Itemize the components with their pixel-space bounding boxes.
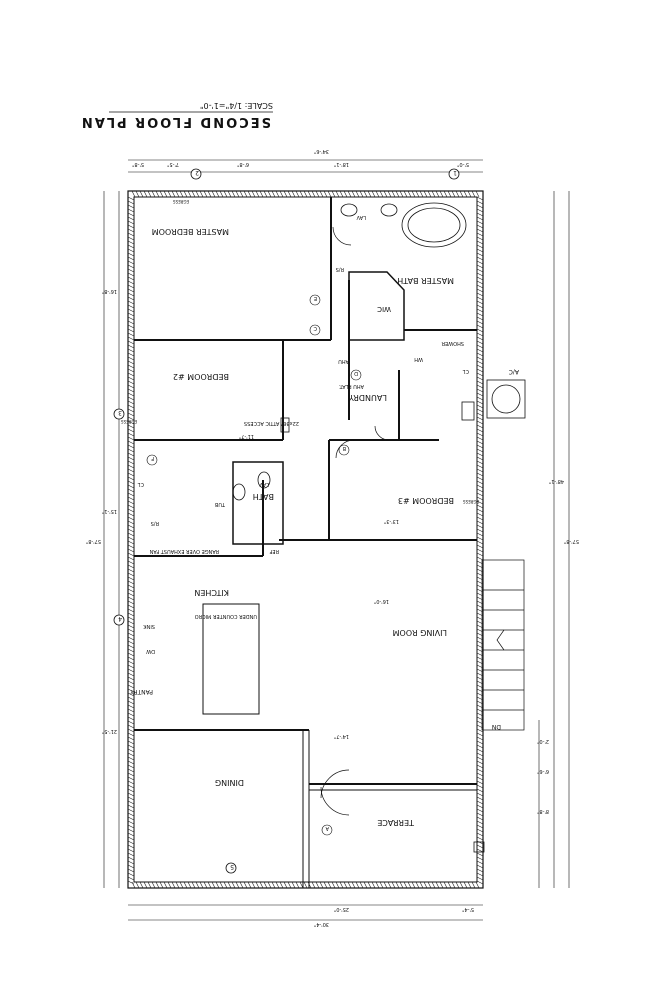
door-tag-b-label: B: [342, 445, 346, 451]
fixture-ahu-plat: AHU PLAT.: [338, 383, 364, 389]
room-terrace: TERRACE: [377, 818, 415, 827]
ac-label: A/C: [509, 368, 519, 375]
dim-bottom-overall: 34'-6": [314, 148, 329, 154]
grid-label-5: 5: [230, 863, 234, 870]
room-master-bath: MASTER BATH: [397, 276, 454, 285]
door-tag-a: [321, 824, 333, 836]
ac-unit: A/C: [486, 368, 526, 419]
grid-label-2: 2: [195, 169, 199, 176]
dim-interior-3: 16'-0": [374, 598, 389, 604]
dim-top-overall: 30'-4": [314, 921, 329, 927]
lav-sinks: [232, 203, 475, 501]
fixture-lav: LAV: [356, 214, 366, 220]
plan-rotated-group: SECOND FLOOR PLAN SCALE: 1/4"=1'-0": [80, 101, 579, 927]
door-tag-c-label: C: [313, 325, 317, 331]
door-tag-c: [309, 324, 321, 336]
room-dining: DINING: [215, 778, 244, 787]
fixture-range: RANGE OVER EXHAUST FAN: [149, 548, 219, 554]
dim-right-a: 48'-1": [549, 478, 564, 484]
attic-access: 22x36" ATTIC ACCESS: [244, 420, 299, 426]
egress-label-1: EGRESS: [173, 199, 189, 204]
fixture-tub: TUB: [214, 501, 226, 507]
egress-label-3: EGRESS: [463, 499, 479, 504]
dim-bottom-e: 5'-8": [132, 161, 144, 167]
fixture-micro: UNDER COUNTER MICRO: [195, 613, 257, 619]
grid-bubble-1: [448, 168, 460, 180]
dim-bottom-d: 7'-5": [167, 161, 179, 167]
dim-bottom-a: 5'-0": [457, 161, 469, 167]
door-tag-d: [350, 369, 362, 381]
grid-label-3: 3: [118, 409, 122, 416]
door-tag-f-label: F: [151, 455, 154, 461]
door-tag-e: [309, 294, 321, 306]
dim-right-overall: 57'-8": [564, 538, 579, 544]
fixture-rs: R/S: [336, 266, 344, 272]
grid-bubble-3: [113, 408, 125, 420]
room-laundry: LAUNDRY: [349, 393, 387, 402]
grid-bubble-5: [225, 862, 237, 874]
fixture-ahu: AHU: [338, 358, 349, 364]
dim-top-b: 25'-0": [334, 906, 349, 912]
fixture-ref: REF: [269, 548, 279, 554]
dim-left-c: 21'-5": [102, 728, 117, 734]
room-living: LIVING ROOM: [392, 628, 447, 637]
fixture-shower: SHOWER: [441, 340, 464, 346]
wall-hatching: [127, 190, 484, 889]
dim-interior-4: 13'-3": [384, 518, 399, 524]
dim-left-overall: 57'-8": [86, 538, 101, 544]
dim-right-d: 2'-0": [537, 738, 549, 744]
fixture-sink: SINK: [143, 623, 155, 629]
dim-right-b: 8'-8": [537, 808, 549, 814]
interior-walls: [134, 197, 477, 731]
grid-bubble-4: [113, 614, 125, 626]
grid-label-1: 1: [453, 169, 457, 176]
grid-bubbles: [113, 168, 460, 874]
door-tag-f: [146, 454, 158, 466]
plan-title: SECOND FLOOR PLAN: [80, 114, 271, 129]
room-master-bedroom: MASTER BEDROOM: [152, 227, 229, 236]
room-bath: BATH: [253, 492, 274, 501]
dim-interior-2: 11'-7": [239, 433, 254, 439]
master-tub: [401, 202, 467, 248]
door-tag-e-label: E: [314, 295, 317, 301]
fixture-cl: CL: [138, 481, 144, 487]
room-bedroom-2: BEDROOM #2: [173, 372, 229, 381]
room-kitchen: KITCHEN: [194, 588, 229, 597]
egress-label-2: EGRESS: [121, 419, 137, 424]
dim-bottom-c: 6'-8": [237, 161, 249, 167]
room-pantry: PANTRY: [130, 688, 153, 695]
room-bedroom-3: BEDROOM #3: [398, 496, 454, 505]
dim-left-b: 15'-1": [102, 508, 117, 514]
fixture-rs-2: R/S: [151, 520, 159, 526]
door-tag-a-label: A: [325, 825, 329, 831]
dimension-lines: [103, 159, 570, 921]
dim-right-c: 6'-6": [537, 768, 549, 774]
fixture-wh: WH: [414, 356, 423, 362]
dim-left-a: 16'-8": [102, 288, 117, 294]
fixture-lav-2: LAV: [259, 481, 269, 487]
door-tags: [146, 294, 362, 836]
door-swings: [320, 226, 390, 816]
plan-scale: SCALE: 1/4"=1'-0": [200, 101, 273, 110]
grid-label-4: 4: [118, 615, 122, 622]
grid-bubble-2: [190, 168, 202, 180]
dim-interior-1: 14'-7": [334, 733, 349, 739]
door-tag-d-label: D: [354, 370, 358, 376]
room-wic: WIC: [377, 305, 391, 313]
terrace-outline: [302, 730, 485, 888]
dim-bottom-b: 18'-1": [334, 161, 349, 167]
stair-run: [481, 559, 525, 731]
dim-top-a: 5'-4": [462, 906, 474, 912]
fixture-cl-2: CL: [463, 368, 469, 374]
fixture-dn: DN: [492, 723, 501, 730]
fixture-dw: DW: [146, 648, 155, 654]
door-tag-b: [338, 444, 350, 456]
